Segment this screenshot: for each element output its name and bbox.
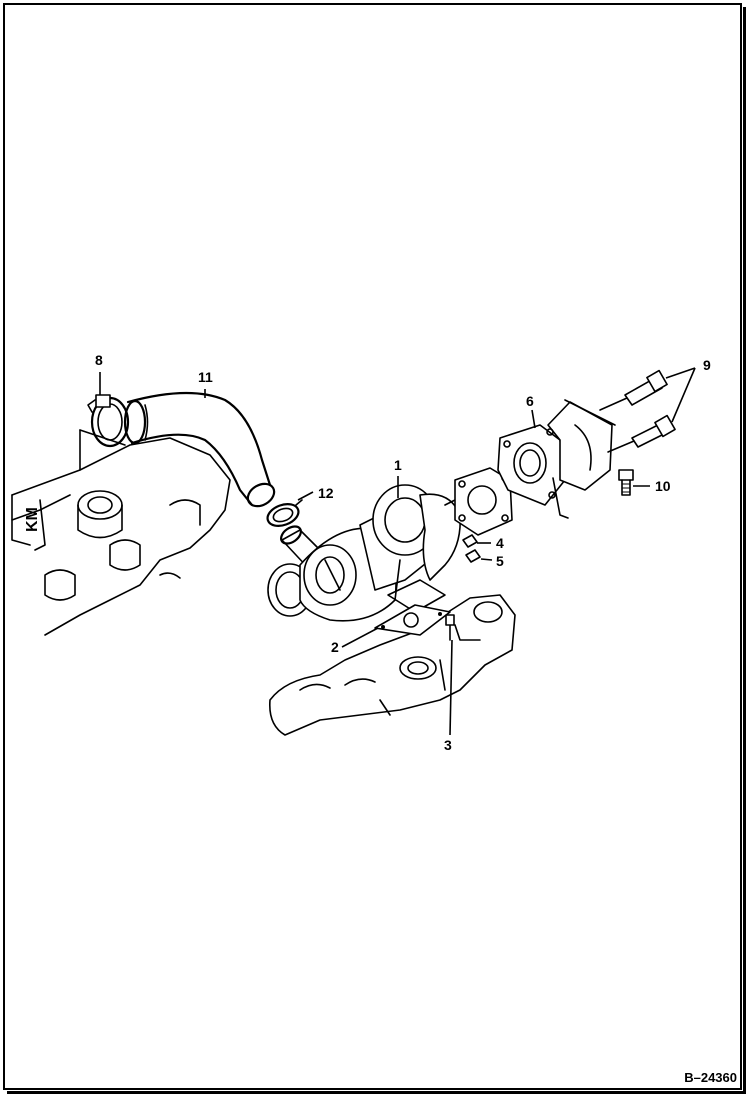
exhaust-manifold bbox=[268, 594, 516, 736]
exhaust-elbow-6 bbox=[497, 399, 616, 519]
svg-text:KM: KM bbox=[24, 507, 41, 532]
bolt-10 bbox=[618, 469, 634, 496]
callout-5: 5 bbox=[496, 553, 504, 569]
callout-10: 10 bbox=[655, 478, 671, 494]
hose-clamp-12 bbox=[266, 499, 303, 527]
callout-2: 2 bbox=[331, 639, 339, 655]
turbo-gasket bbox=[454, 467, 513, 536]
studs-and-nuts bbox=[462, 534, 481, 563]
callout-8: 8 bbox=[95, 352, 103, 368]
figure-number: B–24360 bbox=[684, 1070, 737, 1085]
diagram-border-shadow bbox=[7, 7, 746, 1094]
callout-3: 3 bbox=[444, 737, 452, 753]
bolts-9 bbox=[599, 369, 676, 453]
callout-6: 6 bbox=[526, 393, 534, 409]
callout-labels: 8 11 1 12 2 3 4 5 6 9 10 bbox=[95, 352, 711, 753]
intake-manifold: KM bbox=[11, 429, 231, 636]
diagram-border bbox=[3, 3, 742, 1090]
callout-9: 9 bbox=[703, 357, 711, 373]
leader-lines bbox=[99, 367, 696, 736]
intake-hose-11 bbox=[123, 391, 276, 508]
turbocharger-1 bbox=[267, 484, 462, 622]
callout-4: 4 bbox=[496, 535, 504, 551]
callout-12: 12 bbox=[318, 485, 334, 501]
callout-11: 11 bbox=[198, 369, 213, 385]
callout-1: 1 bbox=[394, 457, 402, 473]
hose-clamp-8 bbox=[87, 394, 130, 448]
